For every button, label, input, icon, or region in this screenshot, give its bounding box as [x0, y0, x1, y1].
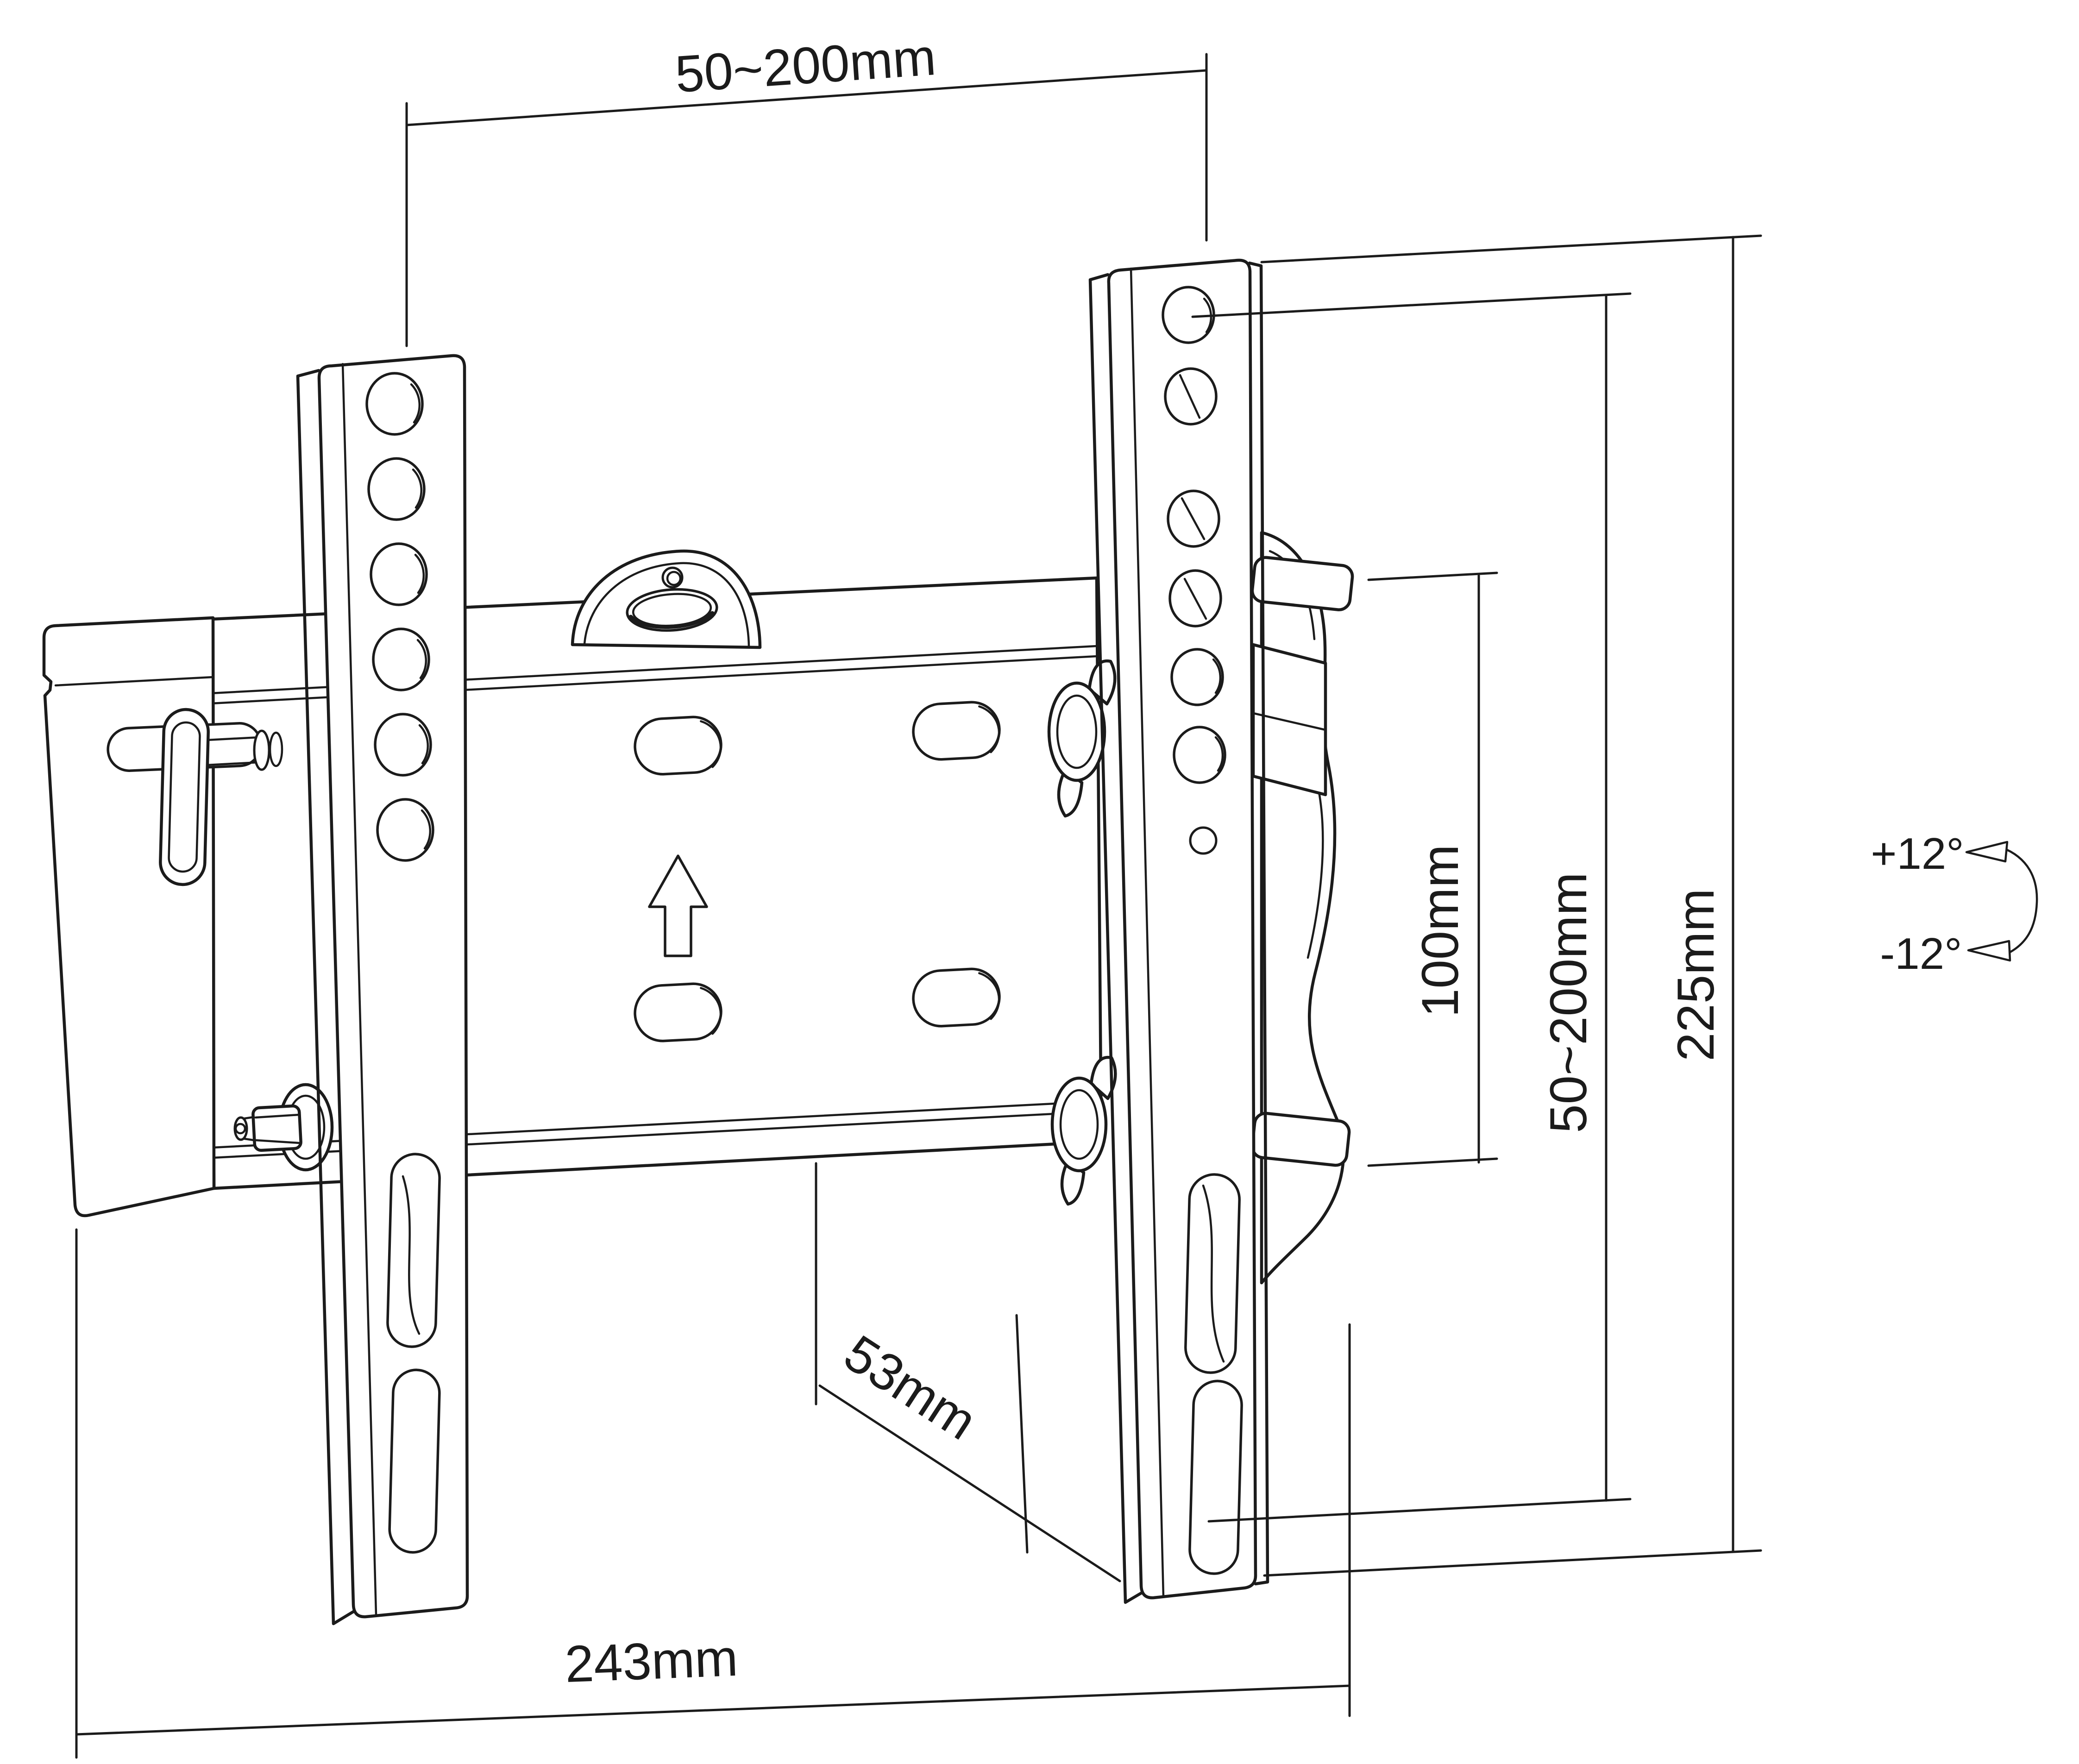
right-rail-slots — [1184, 1173, 1243, 1575]
dim-bracket-height: 225mm — [1260, 234, 1762, 1577]
dim-plate-width-label: 243mm — [564, 1629, 739, 1693]
dim-bracket-height-label: 225mm — [1667, 888, 1725, 1061]
left-tv-rail — [296, 354, 469, 1626]
dim-vesa-width: 50~200mm — [405, 28, 1208, 347]
dim-vesa-height-step-label: 100mm — [1411, 844, 1469, 1017]
dim-plate-width: 243mm — [75, 1228, 1351, 1759]
tilt-down-label: -12° — [1880, 929, 1962, 979]
right-arm — [1250, 531, 1354, 1285]
right-rail-side-left — [1088, 273, 1143, 1604]
dim-depth-label: 53mm — [834, 1324, 986, 1451]
right-rail-side-right — [1248, 261, 1269, 1586]
left-rail-holes — [365, 372, 434, 862]
dim-depth: 53mm — [815, 1162, 1121, 1582]
dim-vesa-height-range-label: 50~200mm — [1539, 872, 1597, 1133]
arm-tab-top — [1250, 556, 1354, 611]
right-rail-holes — [1162, 286, 1226, 855]
latch-handle-opening — [626, 588, 718, 632]
tilt-arrowhead-down — [1967, 940, 2011, 962]
up-arrow-icon — [648, 854, 708, 957]
dim-vesa-height-step: 100mm — [1367, 571, 1498, 1167]
tilt-up-label: +12° — [1871, 829, 1964, 879]
tilt-arrowhead-up — [1965, 841, 2009, 863]
tilt-knob-upper — [1047, 659, 1117, 818]
dim-vesa-height-range: 50~200mm — [1191, 292, 1632, 1523]
right-tv-rail — [1088, 258, 1269, 1604]
tilt-arc — [2000, 846, 2038, 956]
left-rail-slots — [386, 1153, 441, 1554]
plate-slot-holes — [634, 701, 1001, 1042]
tilt-annotation: +12° -12° — [1871, 829, 2038, 979]
top-latch — [571, 549, 762, 649]
left-rail-side — [296, 369, 355, 1626]
tension-knob-top — [159, 708, 283, 886]
tilt-knob-lower — [1050, 1055, 1117, 1206]
